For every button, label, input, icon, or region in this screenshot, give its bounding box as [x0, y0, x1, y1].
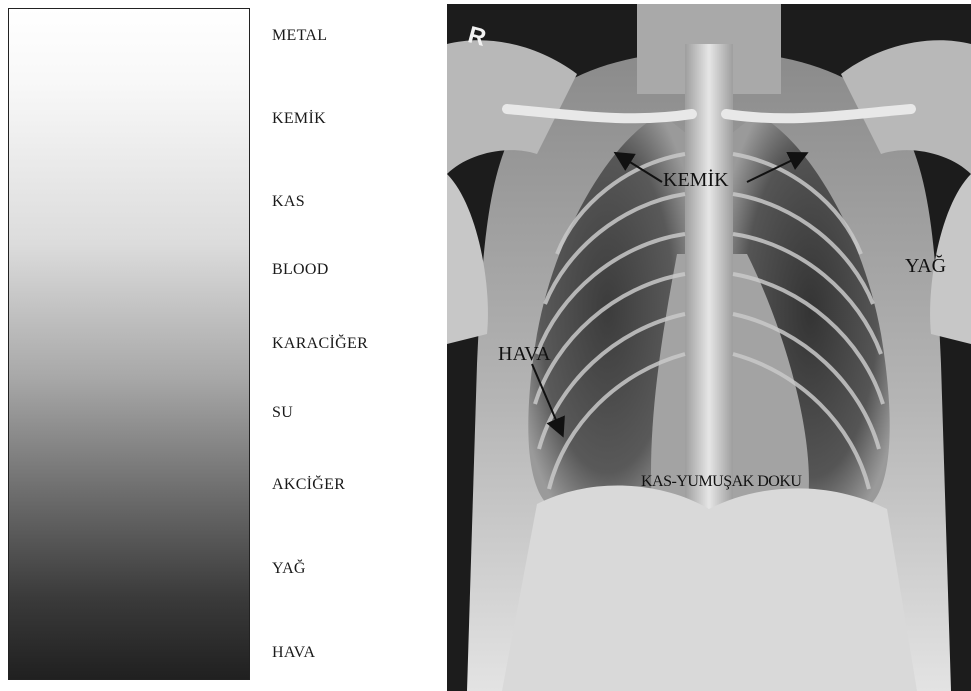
scale-label-blood: BLOOD — [272, 262, 329, 278]
density-gradient-bar — [8, 8, 250, 680]
scale-label-muscle: KAS — [272, 194, 305, 210]
scale-label-lung: AKCİĞER — [272, 477, 345, 493]
scale-label-metal: METAL — [272, 28, 327, 44]
scale-label-air: HAVA — [272, 645, 315, 661]
label-air: HAVA — [498, 344, 551, 364]
scale-label-liver: KARACİĞER — [272, 336, 368, 352]
label-fat: YAĞ — [905, 256, 946, 276]
chest-xray-image: R KEMİK YAĞ HAVA KAS-YUMUŞAK DOKU — [447, 4, 971, 691]
label-bone: KEMİK — [663, 170, 729, 190]
scale-label-water: SU — [272, 405, 293, 421]
label-muscle-soft-tissue: KAS-YUMUŞAK DOKU — [641, 474, 801, 490]
scale-label-bone: KEMİK — [272, 111, 326, 127]
scale-label-fat: YAĞ — [272, 561, 306, 577]
